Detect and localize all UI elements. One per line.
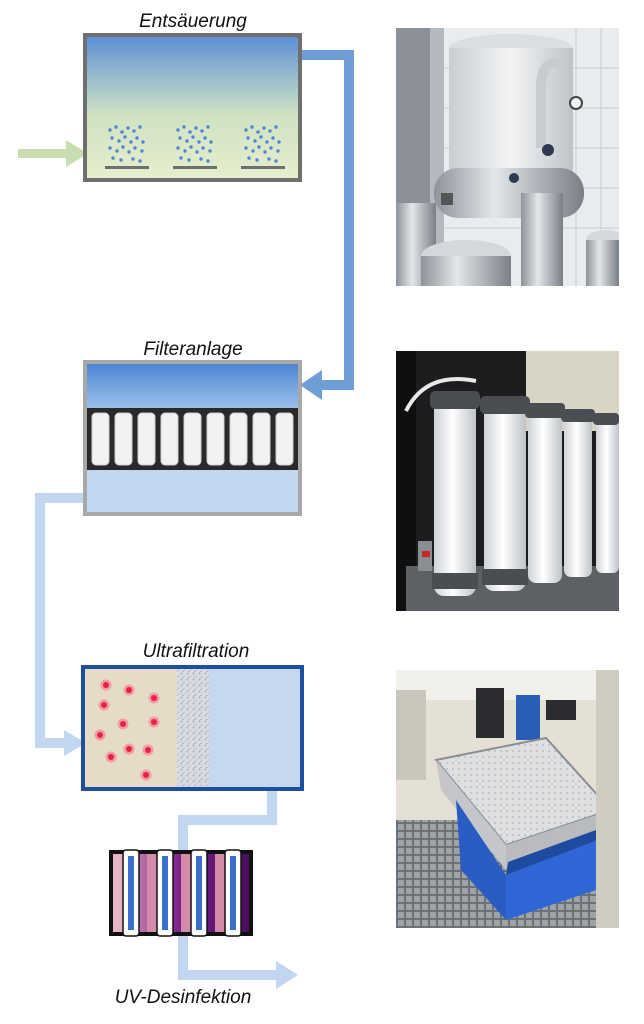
ultrafiltration-tank xyxy=(81,665,304,791)
stage-label-deacidification: Entsäuerung xyxy=(139,11,247,32)
filter-cartridges xyxy=(91,412,294,466)
pipe-deacidification-to-filter xyxy=(298,50,354,400)
filter-tank xyxy=(83,360,302,516)
inlet-arrow xyxy=(18,140,88,167)
aerator-right xyxy=(241,125,285,169)
stage-label-uv: UV-Desinfektion xyxy=(115,987,252,1008)
photo-ultrafiltration xyxy=(396,670,619,928)
pipe-filter-to-ultrafiltration xyxy=(35,493,87,756)
deacidification-tank xyxy=(83,33,302,182)
photo-deacidification xyxy=(396,28,619,286)
stage-label-ultrafiltration: Ultrafiltration xyxy=(143,641,250,662)
contaminant-particles xyxy=(94,679,160,781)
aerator-left xyxy=(105,125,149,169)
aerator-middle xyxy=(173,125,217,169)
uv-reactor xyxy=(109,849,253,937)
uv-lamps xyxy=(122,849,242,937)
photo-filter xyxy=(396,351,619,611)
stage-label-filter: Filteranlage xyxy=(143,339,242,360)
